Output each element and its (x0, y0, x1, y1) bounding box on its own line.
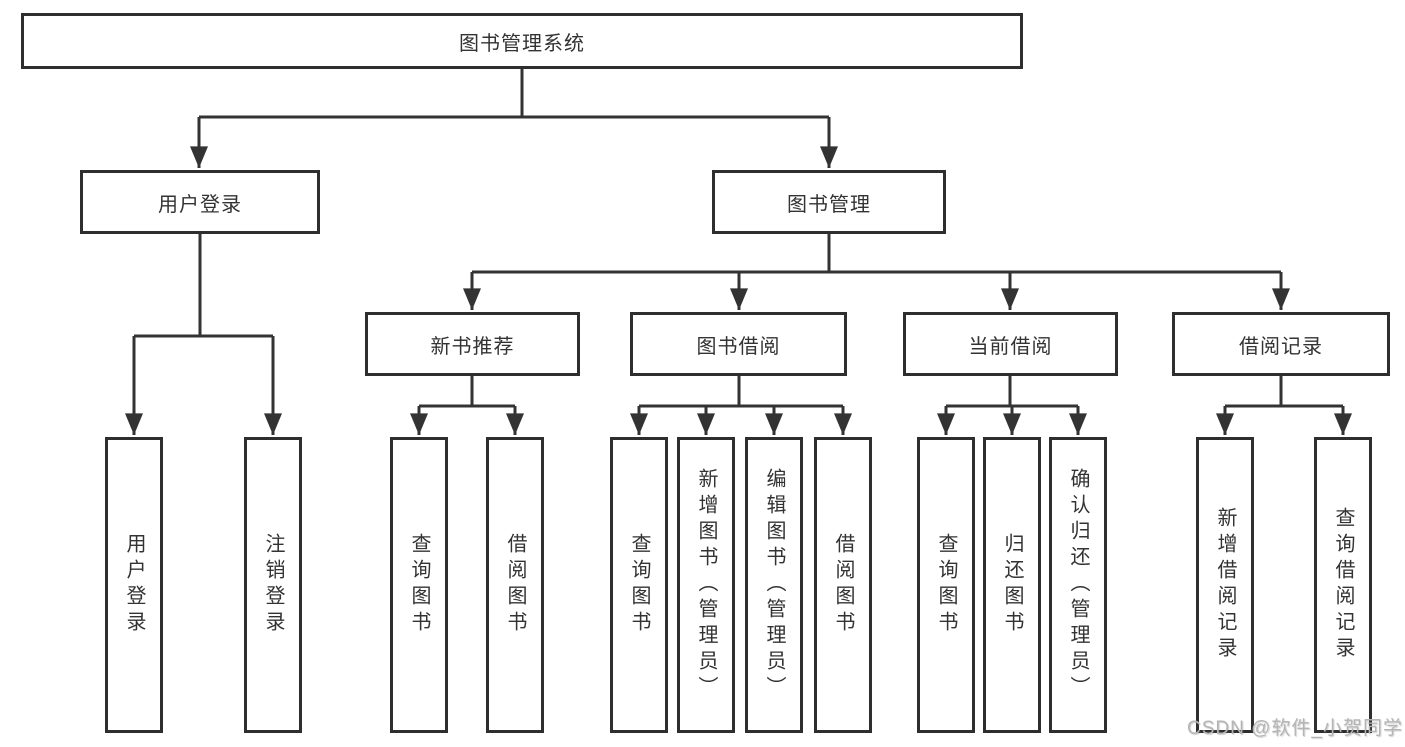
leaf-label: 查询图书 (628, 533, 650, 637)
leaf-return-books: 归还图书 (983, 437, 1041, 733)
leaf-query-books-borrow: 查询图书 (610, 437, 668, 733)
leaf-label: 查询借阅记录 (1332, 507, 1354, 663)
leaf-label: 确认归还（管理员） (1067, 468, 1089, 702)
leaf-query-books-recommend: 查询图书 (390, 437, 448, 733)
leaf-query-books-current: 查询图书 (917, 437, 975, 733)
leaf-label: 新增借阅记录 (1214, 507, 1236, 663)
leaf-label: 新增图书（管理员） (695, 468, 717, 702)
leaf-edit-books-admin: 编辑图书（管理员） (745, 437, 803, 733)
node-new-book-recommend: 新书推荐 (365, 312, 580, 376)
leaf-label: 查询图书 (408, 533, 430, 637)
node-borrow-records: 借阅记录 (1172, 312, 1390, 376)
node-current-borrow: 当前借阅 (903, 312, 1118, 376)
leaf-borrow-books: 借阅图书 (814, 437, 872, 733)
node-book-management-module: 图书管理 (712, 170, 946, 234)
leaf-confirm-return-admin: 确认归还（管理员） (1049, 437, 1107, 733)
leaf-label: 查询图书 (935, 533, 957, 637)
leaf-add-borrow-record: 新增借阅记录 (1196, 437, 1254, 733)
leaf-borrow-books-recommend: 借阅图书 (486, 437, 544, 733)
leaf-label: 借阅图书 (832, 533, 854, 637)
node-book-borrow: 图书借阅 (630, 312, 847, 376)
leaf-label: 编辑图书（管理员） (763, 468, 785, 702)
leaf-label: 借阅图书 (504, 533, 526, 637)
leaf-label: 归还图书 (1001, 533, 1023, 637)
leaf-label: 用户登录 (123, 533, 145, 637)
csdn-watermark: CSDN @软件_小贺同学 (1187, 718, 1403, 739)
leaf-user-login: 用户登录 (105, 437, 163, 733)
node-root-system: 图书管理系统 (21, 13, 1023, 69)
leaf-query-borrow-record: 查询借阅记录 (1314, 437, 1372, 733)
leaf-logout: 注销登录 (244, 437, 302, 733)
node-user-login-module: 用户登录 (80, 170, 320, 234)
leaf-label: 注销登录 (262, 533, 284, 637)
leaf-add-books-admin: 新增图书（管理员） (677, 437, 735, 733)
